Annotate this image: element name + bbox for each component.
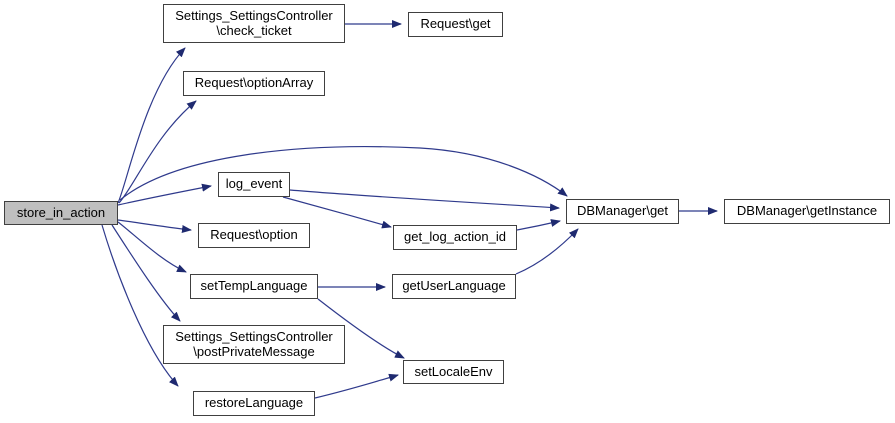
graph-node-postPrivateMessage[interactable]: Settings_SettingsController \postPrivate… <box>163 325 345 364</box>
call-edge-restoreLanguage-to-setLocaleEnv <box>314 373 399 399</box>
call-edge-store_in_action-to-request_option <box>117 219 192 233</box>
graph-node-check_ticket[interactable]: Settings_SettingsController \check_ticke… <box>163 4 345 43</box>
graph-node-label: Settings_SettingsController \check_ticke… <box>175 8 333 38</box>
graph-node-log_event[interactable]: log_event <box>218 172 290 197</box>
graph-node-label: setLocaleEnv <box>414 363 493 379</box>
graph-node-label: store_in_action <box>16 204 106 220</box>
graph-node-get_log_action_id[interactable]: get_log_action_id <box>393 225 517 250</box>
graph-node-label: get_log_action_id <box>404 229 506 245</box>
call-edge-store_in_action-to-log_event <box>117 183 212 206</box>
graph-node-setTempLanguage[interactable]: setTempLanguage <box>190 274 318 299</box>
call-edge-getUserLanguage-to-dbmanager_get <box>515 228 579 275</box>
graph-node-setLocaleEnv[interactable]: setLocaleEnv <box>403 360 504 384</box>
graph-node-restoreLanguage[interactable]: restoreLanguage <box>193 391 315 416</box>
call-edge-store_in_action-to-setTempLanguage <box>117 221 187 273</box>
call-edge-log_event-to-dbmanager_get <box>289 189 560 212</box>
graph-node-label: Request\option <box>210 227 298 243</box>
graph-node-dbmanager_getInstance[interactable]: DBManager\getInstance <box>724 199 890 224</box>
graph-node-getUserLanguage[interactable]: getUserLanguage <box>392 274 516 299</box>
graph-node-request_optionArray[interactable]: Request\optionArray <box>183 71 325 96</box>
call-edge-store_in_action-to-dbmanager_get <box>119 146 568 201</box>
call-edge-store_in_action-to-request_optionArray <box>118 100 197 204</box>
graph-node-label: DBManager\get <box>576 203 669 219</box>
graph-node-label: getUserLanguage <box>402 278 506 294</box>
call-edge-store_in_action-to-postPrivateMessage <box>111 224 181 322</box>
graph-node-request_option[interactable]: Request\option <box>198 223 310 248</box>
graph-node-request_get[interactable]: Request\get <box>408 12 503 37</box>
graph-node-label: restoreLanguage <box>204 395 304 411</box>
graph-node-label: Request\optionArray <box>194 75 314 91</box>
graph-node-label: DBManager\getInstance <box>736 203 878 219</box>
graph-node-label: setTempLanguage <box>200 278 308 294</box>
graph-node-store_in_action[interactable]: store_in_action <box>4 201 118 225</box>
graph-node-label: Settings_SettingsController \postPrivate… <box>175 329 333 359</box>
call-edge-get_log_action_id-to-dbmanager_get <box>516 219 561 231</box>
graph-node-dbmanager_get[interactable]: DBManager\get <box>566 199 679 224</box>
graph-node-label: log_event <box>225 176 283 192</box>
call-edge-store_in_action-to-check_ticket <box>117 47 186 204</box>
graph-node-label: Request\get <box>420 16 491 32</box>
